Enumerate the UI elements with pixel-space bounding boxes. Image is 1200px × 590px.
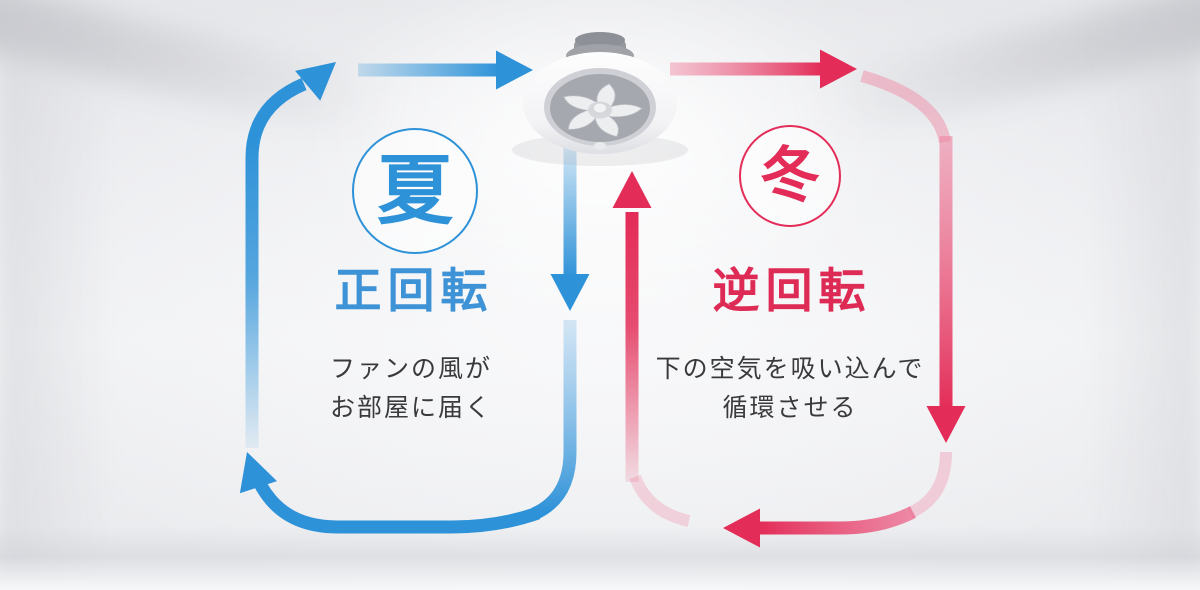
floor-band: [0, 526, 1200, 590]
winter-badge-label: 冬: [760, 141, 820, 211]
winter-description-line2: 循環させる: [722, 393, 858, 422]
winter-description-line1: 下の空気を吸い込んで: [655, 354, 925, 383]
summer-description-line1: ファンの風が: [329, 354, 493, 383]
winter-airflow-loop-icon: [612, 49, 966, 548]
winter-title: 逆回転: [712, 264, 872, 319]
summer-airflow-loop-icon: [239, 50, 590, 534]
ceiling-fan-icon: [512, 32, 688, 166]
summer-title: 正回転: [334, 264, 494, 319]
summer-badge-label: 夏: [377, 146, 453, 235]
winter-description: 下の空気を吸い込んで 循環させる: [656, 349, 925, 427]
summer-description: ファンの風が お部屋に届く: [330, 349, 492, 427]
summer-badge: 夏: [352, 128, 478, 254]
wall-shade-left: [0, 0, 110, 590]
wall-shade-right: [1090, 0, 1200, 590]
summer-description-line2: お部屋に届く: [329, 393, 493, 422]
winter-badge: 冬: [739, 125, 841, 227]
